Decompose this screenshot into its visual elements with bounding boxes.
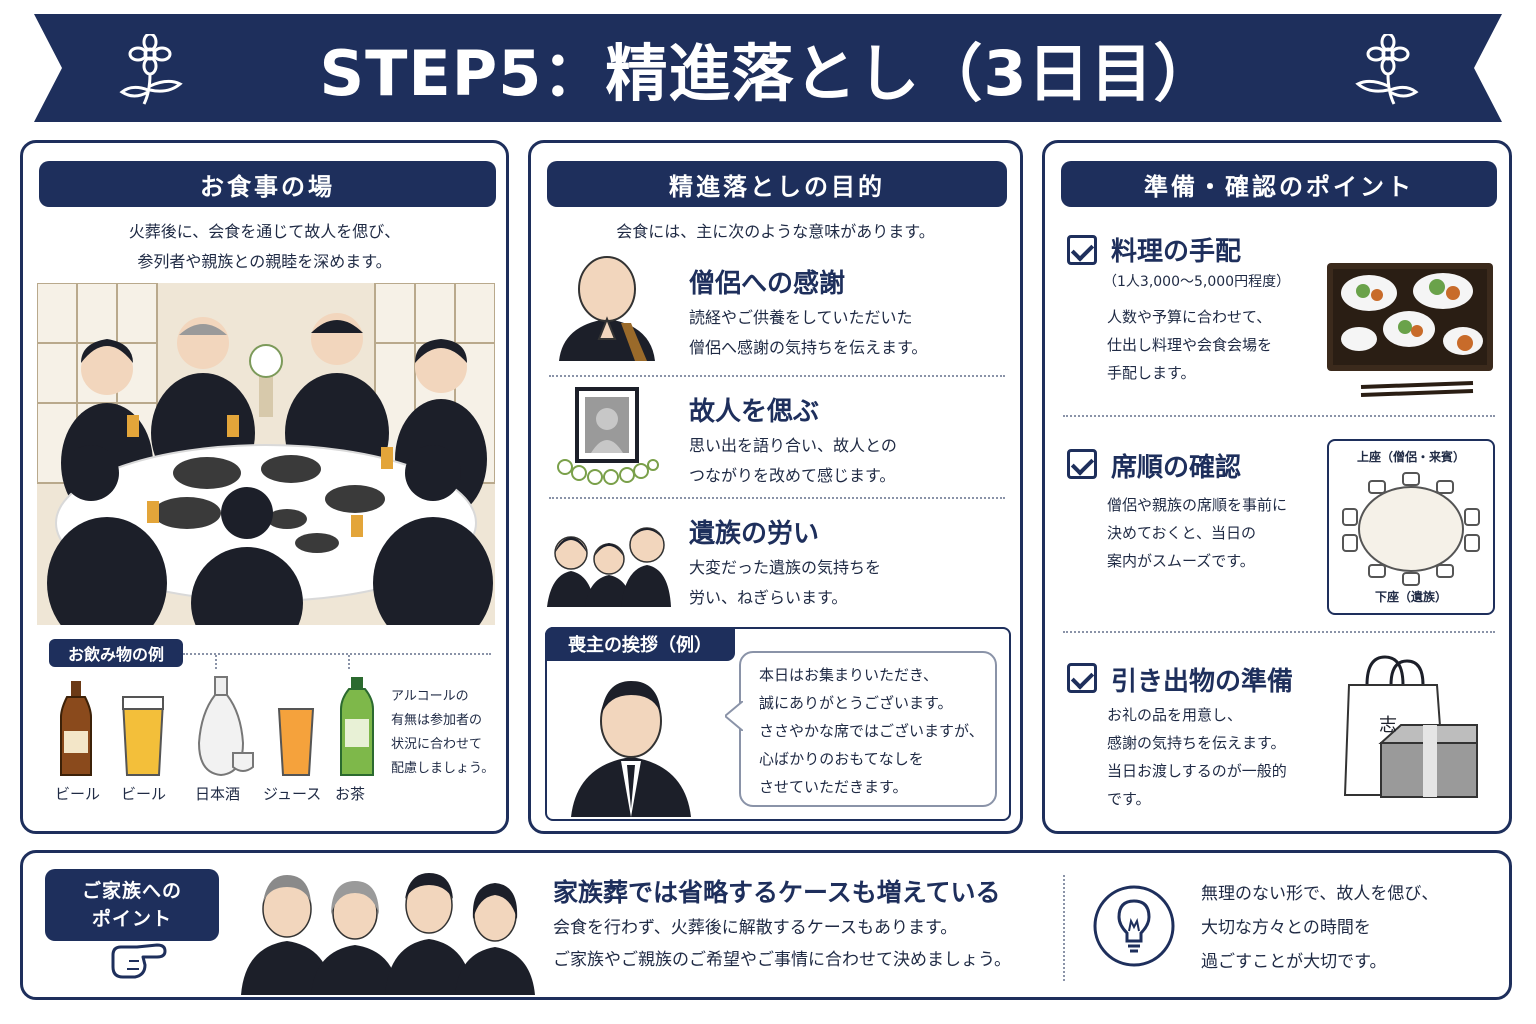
prep-panel: 準備・確認のポイント 料理の手配 （1人3,000〜5,000円程度） 人数や予… (1042, 140, 1512, 834)
alcohol-note-1: アルコールの (391, 689, 469, 704)
meal-heading: お食事の場 (39, 161, 496, 207)
seat-bottom-label: 下座（遺族） (1374, 590, 1447, 604)
beer-bottle-icon (60, 681, 92, 776)
sake-bottle-icon (197, 676, 254, 777)
alcohol-note-2: 有無は参加者の (391, 713, 483, 728)
title-banner: STEP5：精進落とし（3日目） (34, 14, 1502, 122)
juice-glass-icon (277, 708, 315, 776)
round-table-icon (1342, 472, 1480, 586)
prep-item-line: 仕出し料理や会食会場を (1107, 336, 1273, 354)
family-badge-line1: ご家族への (81, 880, 182, 902)
purpose-heading: 精進落としの目的 (547, 161, 1007, 207)
tip-line: 無理のない形で、故人を偲び、 (1201, 884, 1439, 904)
prep-item-title: 引き出物の準備 (1111, 667, 1294, 697)
family-line-2: ご家族やご親族のご希望やご事情に合わせて決めましょう。 (553, 950, 1011, 970)
drinks-heading: お飲み物の例 (49, 639, 183, 667)
family-badge: ご家族への ポイント (45, 869, 219, 941)
prep-item-line: 僧侶や親族の席順を事前に (1107, 496, 1288, 514)
purpose-item-line: 僧侶へ感謝の気持ちを伝えます。 (689, 338, 928, 357)
purpose-item-line: 思い出を語り合い、故人との (689, 436, 897, 455)
catering-tray-icon (1327, 263, 1493, 397)
beer-glass-icon (121, 696, 165, 776)
family-panel: ご家族への ポイント 家族葬では省略するケースも増えている 会食を行わず、火葬後… (20, 850, 1512, 1000)
speech-bubble: 本日はお集まりいただき、 誠にありがとうございます。 ささやかな席ではございます… (739, 651, 997, 807)
prep-item-line: 案内がスムーズです。 (1107, 552, 1255, 570)
flower-icon (119, 34, 183, 105)
drink-label: ジュース (263, 785, 322, 803)
prep-item-title: 席順の確認 (1111, 453, 1242, 483)
alcohol-note-3: 状況に合わせて (391, 737, 483, 752)
tip-line: 大切な方々との時間を (1201, 918, 1371, 938)
purpose-panel: 精進落としの目的 会食には、主に次のような意味があります。 僧侶への感謝 読経や… (528, 140, 1023, 834)
drink-label: 日本酒 (195, 785, 241, 803)
pointing-hand-icon (111, 943, 167, 979)
ribbon-shape (34, 14, 1502, 122)
checkbox-icon (1067, 663, 1097, 693)
alcohol-note-4: 配慮しましょう。 (391, 761, 495, 776)
drink-label: ビール (121, 785, 167, 803)
chief-mourner-icon (571, 681, 691, 817)
drinks-divider (183, 653, 491, 655)
gift-bag-icon (1343, 655, 1478, 798)
greeting-line: ささやかな席ではございますが、 (759, 722, 984, 740)
drink-label: お茶 (335, 785, 366, 803)
meal-desc-1: 火葬後に、会食を通じて故人を偲び、 (128, 222, 401, 241)
purpose-item-line: 労い、ねぎらいます。 (689, 588, 848, 607)
purpose-item-title: 故人を偲ぶ (689, 397, 820, 427)
prep-item-line: 人数や予算に合わせて、 (1107, 308, 1272, 326)
purpose-item-line: つながりを改めて感じます。 (689, 466, 896, 485)
prep-item-line: 当日お渡しするのが一般的 (1107, 762, 1287, 780)
family-badge-line2: ポイント (91, 908, 172, 930)
tea-bottle-icon (340, 677, 374, 776)
purpose-item-line: 読経やご供養をしていただいた (689, 308, 913, 327)
drinks-illustration (60, 676, 374, 777)
greeting-line: 誠にありがとうございます。 (759, 694, 953, 712)
prep-item-sub: （1人3,000〜5,000円程度） (1103, 274, 1291, 290)
memorial-portrait-icon (557, 387, 659, 485)
prep-item-line: 感謝の気持ちを伝えます。 (1107, 734, 1286, 752)
monk-icon (559, 256, 655, 361)
prep-heading: 準備・確認のポイント (1061, 161, 1497, 207)
gift-mark: 志 (1379, 715, 1397, 736)
seat-top-label: 上座（僧侶・来賓） (1356, 450, 1465, 464)
prep-item-line: 手配します。 (1107, 364, 1196, 382)
purpose-intro: 会食には、主に次のような意味があります。 (616, 222, 935, 241)
seating-chart: 上座（僧侶・来賓） 下座（遺族） (1327, 439, 1495, 615)
purpose-item-title: 僧侶への感謝 (689, 269, 846, 299)
flower-icon-right (1355, 34, 1419, 105)
meal-panel: お食事の場 火葬後に、会食を通じて故人を偲び、 参列者や親族との親睦を深めます。 (20, 140, 509, 834)
greeting-line: させていただきます。 (759, 778, 908, 796)
family-members-illustration (241, 873, 535, 995)
lightbulb-icon (1093, 885, 1175, 967)
checkbox-icon (1067, 449, 1097, 479)
greeting-line: 心ばかりのおもてなしを (759, 750, 924, 768)
prep-item-line: です。 (1107, 790, 1151, 808)
prep-item-line: 決めておくと、当日の (1107, 524, 1256, 542)
greeting-box: 喪主の挨拶（例） 本日はお集まりいただき、 誠にありがとうございます。 ささやか… (545, 627, 1011, 821)
meal-desc-2: 参列者や親族との親睦を深めます。 (137, 252, 392, 271)
vertical-divider (1063, 875, 1065, 981)
prep-item-line: お礼の品を用意し、 (1107, 706, 1243, 724)
purpose-item-line: 大変だった遺族の気持ちを (689, 558, 882, 577)
page-title: STEP5：精進落とし（3日目） (319, 37, 1217, 110)
family-group-icon (547, 527, 671, 607)
purpose-item-title: 遺族の労い (689, 519, 820, 549)
family-heading: 家族葬では省略するケースも増えている (553, 878, 1001, 907)
greeting-heading: 喪主の挨拶（例） (545, 627, 735, 661)
tip-line: 過ごすことが大切です。 (1201, 952, 1387, 972)
dining-illustration (37, 283, 495, 625)
checkbox-icon (1067, 235, 1097, 265)
greeting-line: 本日はお集まりいただき、 (759, 666, 938, 684)
family-line-1: 会食を行わず、火葬後に解散するケースもあります。 (553, 918, 958, 938)
prep-item-title: 料理の手配 (1111, 237, 1242, 267)
drink-label: ビール (55, 785, 101, 803)
